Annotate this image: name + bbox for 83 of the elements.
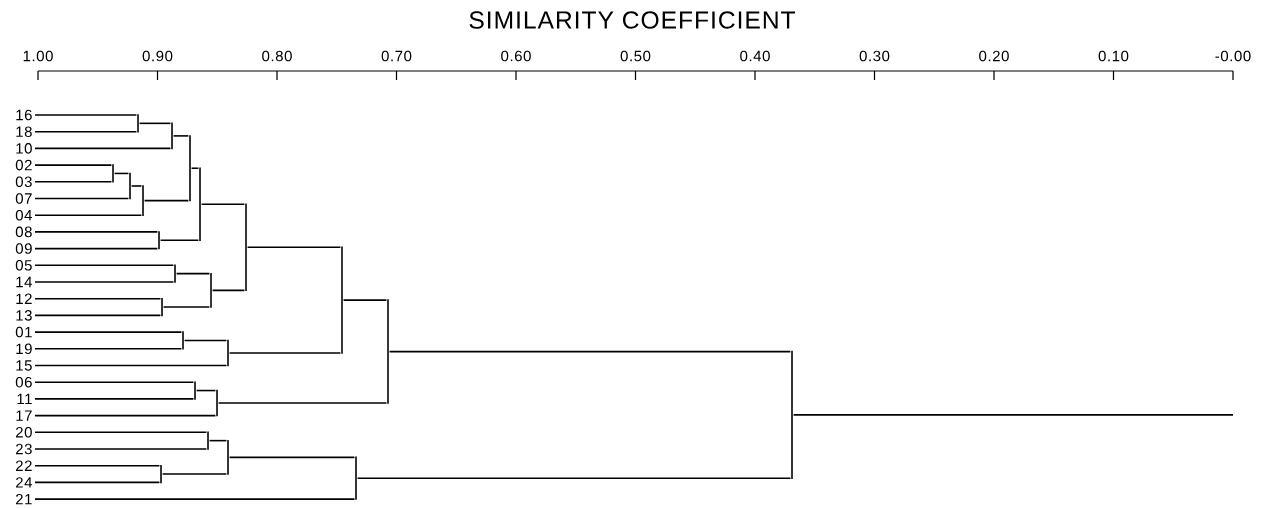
dendrogram-branch bbox=[34, 398, 195, 400]
tick-label: 1.00 bbox=[23, 50, 53, 62]
leaf-label: 06 bbox=[15, 376, 32, 388]
dendrogram-branch bbox=[161, 473, 228, 475]
leaf-label: 08 bbox=[15, 226, 32, 238]
dendrogram-branch bbox=[130, 185, 143, 187]
leaf-label: 11 bbox=[17, 393, 32, 405]
dendrogram-branch bbox=[356, 477, 792, 479]
leaf-label: 16 bbox=[16, 109, 32, 121]
leaf-label: 22 bbox=[16, 460, 32, 471]
leaf-label: 19 bbox=[16, 343, 32, 355]
dendrogram-branch bbox=[342, 299, 388, 301]
dendrogram-branch bbox=[195, 389, 217, 392]
dendrogram-branch bbox=[34, 448, 208, 450]
title: SIMILARITY COEFFICIENT bbox=[469, 11, 796, 29]
dendrogram-branch bbox=[34, 114, 138, 116]
dendrogram-branch bbox=[190, 167, 200, 170]
leaf-label: 09 bbox=[15, 243, 32, 254]
tick-label: 0.60 bbox=[501, 50, 531, 62]
leaf-label: 12 bbox=[16, 293, 32, 304]
dendrogram-branch bbox=[34, 348, 183, 350]
dendrogram-branch bbox=[34, 464, 161, 467]
dendrogram-branch bbox=[143, 199, 190, 202]
tick-label: 0.20 bbox=[979, 50, 1009, 62]
dendrogram-branch bbox=[34, 181, 113, 183]
tick-label: 0.50 bbox=[620, 50, 651, 62]
dendrogram-branch bbox=[172, 135, 190, 137]
leaf-label: 01 bbox=[15, 326, 32, 338]
dendrogram-branch bbox=[34, 147, 172, 150]
leaf-label: 23 bbox=[16, 443, 32, 455]
dendrogram-branch bbox=[217, 402, 388, 404]
dendrogram-branch bbox=[34, 364, 228, 367]
leaf-label: 21 bbox=[16, 493, 32, 505]
leaf-label: 24 bbox=[16, 477, 32, 488]
leaf-label: 05 bbox=[15, 260, 32, 271]
dendrogram-branch bbox=[34, 231, 159, 233]
dendrogram-branch bbox=[228, 352, 342, 354]
leaf-label: 10 bbox=[16, 143, 32, 154]
leaf-label: 04 bbox=[15, 209, 32, 221]
dendrogram-branch bbox=[792, 414, 1234, 416]
dendrogram-branch bbox=[34, 381, 195, 383]
dendrogram-branch bbox=[34, 264, 175, 267]
dendrogram-branch bbox=[34, 331, 183, 333]
tick-label: 0.80 bbox=[262, 50, 292, 62]
tick-label: 0.90 bbox=[142, 50, 173, 62]
dendrogram-branch bbox=[228, 456, 356, 459]
tick-label: -0.00 bbox=[1215, 50, 1251, 62]
leaf-label: 15 bbox=[16, 360, 32, 371]
leaf-label: 17 bbox=[16, 410, 32, 421]
dendrogram-branch bbox=[34, 297, 162, 300]
tick-label: 0.10 bbox=[1098, 50, 1129, 62]
dendrogram-branch bbox=[34, 197, 130, 200]
leaf-label: 14 bbox=[16, 276, 32, 288]
tick-label: 0.30 bbox=[859, 50, 890, 62]
dendrogram-branch bbox=[34, 164, 113, 166]
leaf-label: 02 bbox=[15, 159, 32, 171]
dendrogram-branch bbox=[200, 203, 246, 206]
dendrogram-branch bbox=[175, 272, 211, 275]
leaf-label: 13 bbox=[16, 310, 32, 321]
dendrogram-branch bbox=[34, 214, 143, 216]
dendrogram-branch bbox=[388, 350, 792, 353]
dendrogram-branch bbox=[159, 239, 200, 242]
tick-label: 0.40 bbox=[740, 50, 770, 62]
dendrogram-branch bbox=[138, 122, 172, 125]
dendrogram-branch bbox=[34, 130, 138, 133]
dendrogram-branch bbox=[34, 481, 161, 484]
dendrogram-branch bbox=[211, 289, 246, 292]
dendrogram-branch bbox=[34, 281, 175, 283]
dendrogram-branch bbox=[246, 246, 342, 249]
dendrogram-branch bbox=[34, 414, 217, 417]
dendrogram-branch bbox=[208, 439, 228, 442]
dendrogram-branch bbox=[113, 172, 130, 175]
leaf-label: 03 bbox=[15, 176, 32, 188]
leaf-label: 07 bbox=[15, 193, 32, 204]
dendrogram-branch bbox=[34, 314, 162, 317]
dendrogram-branch bbox=[183, 339, 228, 342]
tick-label: 0.70 bbox=[381, 50, 412, 62]
dendrogram-branch bbox=[34, 247, 159, 250]
dendrogram-branch bbox=[34, 498, 356, 500]
leaf-label: 20 bbox=[16, 427, 32, 438]
dendrogram-branch bbox=[34, 431, 208, 434]
leaf-label: 18 bbox=[16, 126, 32, 137]
dendrogram-branch bbox=[162, 306, 211, 308]
